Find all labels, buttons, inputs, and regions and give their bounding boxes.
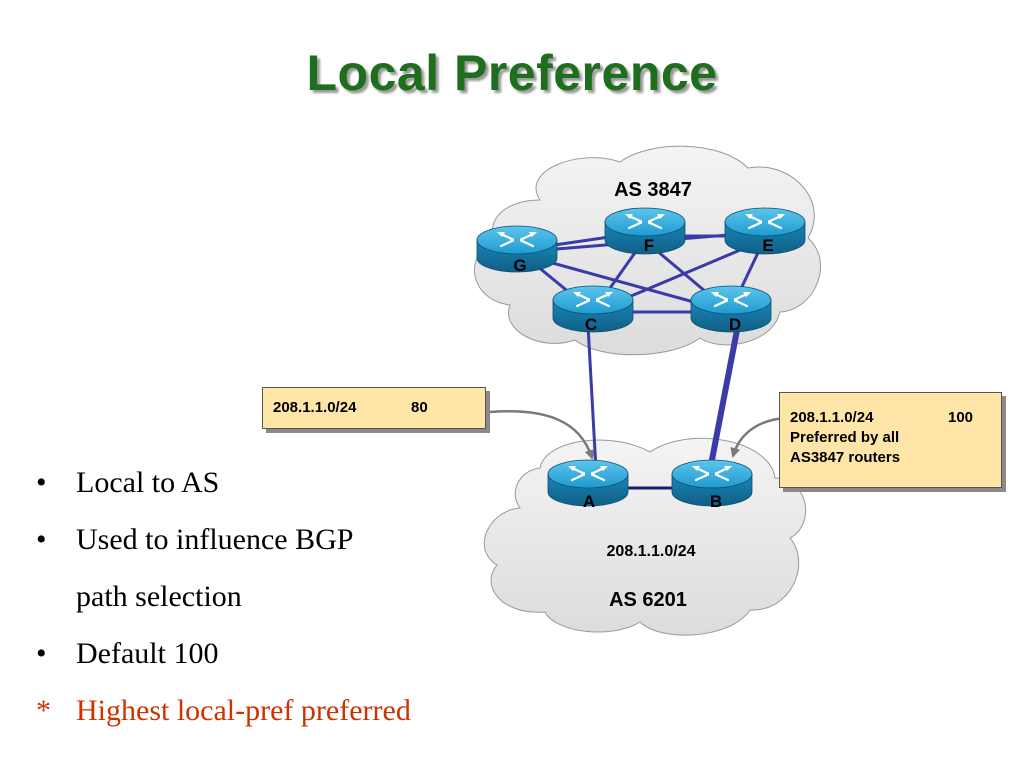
bullet-text: Highest local-pref preferred (76, 694, 411, 727)
link-c-a (586, 324, 598, 471)
bullet-mark: • (36, 466, 47, 499)
note-line-2: Preferred by all (790, 429, 900, 446)
arrow-left-note (489, 410, 595, 460)
as-bottom-label: AS 6201 (609, 589, 687, 611)
arrow-right-note (730, 416, 786, 458)
router-label-a: A (583, 492, 595, 511)
as-bottom-prefix: 208.1.1.0/24 (607, 543, 696, 560)
note-value: 100 (948, 409, 974, 426)
local-pref-note-100: 208.1.1.0/24 100 Preferred by all AS3847… (779, 392, 1002, 488)
bullet-item-highest: * Highest local-pref preferred (30, 682, 510, 739)
bullet-item-local: • Local to AS (30, 454, 510, 511)
bullet-text: Default 100 (76, 637, 219, 670)
bullet-text: Local to AS (76, 466, 220, 499)
as-top-label: AS 3847 (614, 179, 692, 201)
bullet-text: Used to influence BGP (76, 523, 354, 556)
bullet-list: • Local to AS • Used to influence BGP pa… (30, 454, 510, 739)
link-d-b (707, 324, 741, 471)
bullet-item-default: • Default 100 (30, 625, 510, 682)
page-title: Local Preference (306, 45, 718, 101)
router-label-b: B (710, 492, 722, 511)
note-prefix: 208.1.1.0/24 (790, 409, 874, 426)
bullet-mark: * (36, 694, 51, 727)
router-label-c: C (585, 315, 597, 334)
router-label-g: G (513, 256, 526, 275)
bullet-text-continued: path selection (76, 580, 242, 613)
router-label-d: D (729, 315, 741, 334)
note-line-3: AS3847 routers (790, 449, 901, 466)
bullet-item-influence: • Used to influence BGP path selection (30, 511, 510, 625)
bullet-mark: • (36, 523, 47, 556)
note-prefix: 208.1.1.0/24 (273, 399, 357, 416)
router-label-e: E (762, 236, 773, 255)
router-label-f: F (644, 236, 654, 255)
bullet-mark: • (36, 637, 47, 670)
local-pref-note-80: 208.1.1.0/24 80 (262, 387, 486, 429)
note-value: 80 (411, 399, 428, 416)
